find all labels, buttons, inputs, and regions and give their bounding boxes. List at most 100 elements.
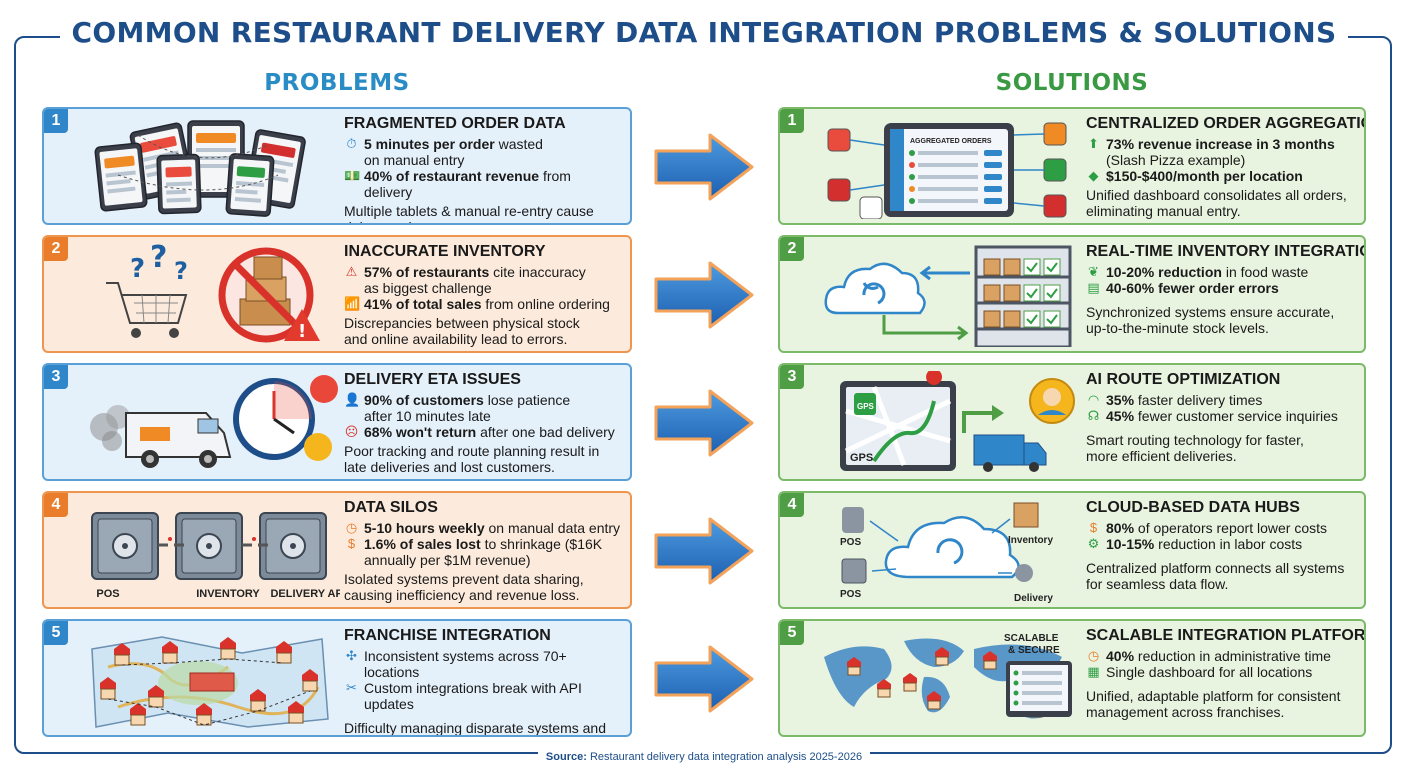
svg-text:?: ? — [150, 243, 167, 275]
silo-label: DELIVERY APPS — [270, 588, 340, 600]
solution-illustration-4: POS POS Inventory Delivery — [840, 502, 1053, 603]
svg-text:?: ? — [174, 257, 188, 285]
card-number: 3 — [780, 365, 804, 389]
illustration-label: SCALABLE — [1004, 633, 1059, 644]
svg-text:!: ! — [298, 321, 306, 342]
stat-line: ▦ Single dashboard for all locations — [1087, 664, 1313, 680]
problem-illustration-2: ? ? ? ! — [106, 243, 320, 343]
stat-line: 📶 41% of total sales from online orderin… — [344, 296, 610, 312]
headset-icon: ☊ — [1087, 408, 1100, 423]
solution-illustration-1: AGGREGATED ORDERS — [827, 122, 1067, 219]
money-bag-icon: $ — [1089, 520, 1098, 535]
illustration-label: & SECURE — [1008, 645, 1060, 656]
card-description: Unified, adaptable platform for consiste… — [1086, 688, 1341, 720]
card-description: Poor tracking and route planning result … — [344, 443, 600, 475]
illustration-label: AGGREGATED ORDERS — [910, 138, 992, 145]
stopwatch-icon: ⏱ — [346, 136, 357, 151]
problem-card-1: 1 FRAGMENTED ORDER DATA ⏱ 5 minutes per … — [42, 107, 632, 225]
warning-icon: ⚠ — [345, 264, 358, 279]
card-number: 1 — [780, 109, 804, 133]
leaf-icon: ❦ — [1088, 264, 1099, 279]
illustration-label: GPS — [857, 402, 875, 411]
solution-illustration-3: GPS GPS — [840, 371, 1075, 472]
card-description: Multiple tablets & manual re-entry cause… — [344, 203, 594, 223]
silo-label: POS — [96, 588, 119, 600]
card-number: 3 — [44, 365, 68, 389]
arrow-right-icon — [654, 517, 754, 585]
problem-illustration-5 — [91, 636, 329, 728]
solution-illustration-5: SCALABLE& SECURE — [824, 633, 1072, 719]
problem-illustration-3 — [90, 375, 338, 468]
illustration-label: Delivery — [1014, 593, 1053, 603]
page-title: COMMON RESTAURANT DELIVERY DATA INTEGRAT… — [0, 16, 1408, 49]
card-title: FRANCHISE INTEGRATION — [344, 627, 551, 644]
tools-icon: ✂ — [346, 680, 357, 695]
clock-icon: ◷ — [345, 520, 358, 535]
cash-icon: 💵 — [344, 168, 361, 183]
card-number: 5 — [780, 621, 804, 645]
card-number: 1 — [44, 109, 68, 133]
problem-card-3: 3 DELIVERY ETA ISSUES 👤 90% of customers… — [42, 363, 632, 481]
card-title: INACCURATE INVENTORY — [344, 243, 546, 260]
stat-line: ☊ 45% fewer customer service inquiries — [1087, 408, 1338, 424]
stat-line: ❦ 10-20% reduction in food waste — [1086, 264, 1356, 280]
illustration-label: GPS — [850, 452, 873, 464]
arrow-right-icon — [654, 261, 754, 329]
card-title: SCALABLE INTEGRATION PLATFORMS — [1086, 627, 1366, 644]
card-number: 5 — [44, 621, 68, 645]
illustration-label: POS — [840, 589, 861, 600]
card-description: Smart routing technology for faster,more… — [1086, 432, 1304, 464]
dashboard-icon: ▦ — [1087, 664, 1100, 679]
stat-line: ▤ 40-60% fewer order errors — [1087, 280, 1279, 296]
solution-card-3: 3 GPS GPS AI ROUTE OPTIMIZATION ◠ 35% fa… — [778, 363, 1366, 481]
svg-text:?: ? — [130, 254, 145, 284]
arrow-right-icon — [654, 133, 754, 201]
stat-line: ✂ Custom integrations break with API upd… — [344, 680, 622, 712]
solution-illustration-2 — [824, 245, 1072, 347]
card-description: Difficulty managing disparate systems an… — [344, 720, 606, 736]
arrow-right-icon — [654, 389, 754, 457]
bar-chart-icon: 📶 — [344, 296, 361, 311]
angry-face-icon: ☹ — [344, 424, 359, 439]
card-number: 2 — [780, 237, 804, 261]
problem-card-5: 5 FRANCHISE INTEGRATION ✣ Inconsistent s… — [42, 619, 632, 737]
card-description: Centralized platform connects all system… — [1086, 560, 1345, 592]
arrow-right-icon — [654, 645, 754, 713]
problem-illustration-4: POS INVENTORY DELIVERY APPS — [91, 512, 340, 600]
money-bag-icon: $ — [347, 536, 356, 551]
silo-label: INVENTORY — [196, 588, 260, 600]
source-note: Source: Restaurant delivery data integra… — [0, 747, 1408, 765]
stat-line: ⬆ 73% revenue increase in 3 months(Slash… — [1086, 136, 1356, 168]
stat-line: ◆ $150-$400/month per location — [1086, 168, 1356, 184]
arrow-up-icon: ⬆ — [1088, 136, 1099, 151]
card-title: DATA SILOS — [344, 499, 438, 516]
gears-icon: ⚙ — [1087, 536, 1100, 551]
stat-line: ✣ Inconsistent systems across 70+ locati… — [344, 648, 622, 680]
card-title: FRAGMENTED ORDER DATA — [344, 115, 566, 132]
price-tag-icon: ◆ — [1088, 168, 1099, 183]
speedometer-icon: ◠ — [1087, 392, 1100, 407]
problem-card-2: 2 ? ? ? ! INACCURATE INVENTORY ⚠ 57% of … — [42, 235, 632, 353]
stat-line: ☹ 68% won't return after one bad deliver… — [344, 424, 615, 440]
card-title: CLOUD-BASED DATA HUBS — [1086, 499, 1300, 516]
stat-line: $ 80% of operators report lower costs — [1086, 520, 1356, 536]
illustration-label: Inventory — [1008, 535, 1053, 546]
problems-heading: PROBLEMS — [264, 70, 410, 96]
problem-illustration-1 — [94, 120, 306, 217]
card-description: Isolated systems prevent data sharing,ca… — [344, 571, 584, 603]
network-icon: ✣ — [346, 648, 357, 663]
card-title: AI ROUTE OPTIMIZATION — [1086, 371, 1281, 388]
card-number: 4 — [780, 493, 804, 517]
stat-line: ⚙ 10-15% reduction in labor costs — [1087, 536, 1303, 552]
clipboard-icon: ▤ — [1087, 280, 1100, 295]
problem-card-4: 4 POS INVENTORY DELIVERY APPS DATA SILOS ◷… — [42, 491, 632, 609]
card-description: Unified dashboard consolidates all order… — [1086, 187, 1347, 219]
solution-card-1: 1 AGGREGATED ORDERS CENTRALIZED ORDER AG… — [778, 107, 1366, 225]
solution-card-5: 5 SCALABLE& SECURE SCALABLE INTEGRATION … — [778, 619, 1366, 737]
card-number: 4 — [44, 493, 68, 517]
